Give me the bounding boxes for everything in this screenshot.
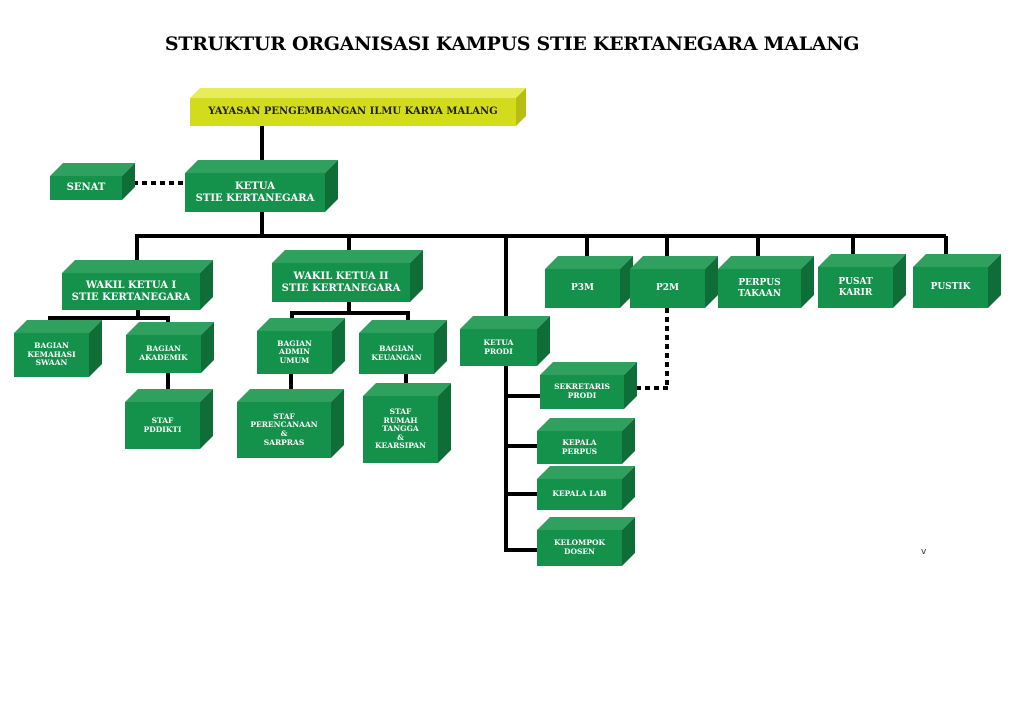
- corner-mark: v: [921, 547, 927, 557]
- box-label: WAKIL KETUA I STIE KERTANEGARA: [62, 273, 200, 310]
- box-side-face: [622, 517, 635, 566]
- box-side-face: [89, 320, 102, 377]
- box-label: KETUA STIE KERTANEGARA: [185, 173, 325, 212]
- org-box-bagian-kemahasiswaan: BAGIAN KEMAHASI SWAAN: [14, 320, 102, 377]
- box-label: P3M: [545, 269, 620, 308]
- box-side-face: [624, 362, 637, 409]
- box-label: KEPALA LAB: [537, 479, 622, 510]
- box-side-face: [801, 256, 814, 308]
- org-box-ketua-prodi: KETUA PRODI: [460, 316, 550, 366]
- box-top-face: [630, 256, 718, 269]
- box-label: SEKRETARIS PRODI: [540, 375, 624, 409]
- org-box-bagian-keuangan: BAGIAN KEUANGAN: [359, 320, 447, 374]
- org-box-bagian-admin-umum: BAGIAN ADMIN UMUM: [257, 318, 345, 374]
- box-side-face: [410, 250, 423, 302]
- box-side-face: [332, 318, 345, 374]
- box-top-face: [185, 160, 338, 173]
- org-box-p3m: P3M: [545, 256, 633, 308]
- org-box-wakil2: WAKIL KETUA II STIE KERTANEGARA: [272, 250, 423, 302]
- org-box-yayasan: YAYASAN PENGEMBANGAN ILMU KARYA MALANG: [190, 88, 526, 126]
- box-label: STAF PDDIKTI: [125, 402, 200, 449]
- box-side-face: [537, 316, 550, 366]
- box-top-face: [14, 320, 102, 333]
- org-box-sekretaris-prodi: SEKRETARIS PRODI: [540, 362, 637, 409]
- box-top-face: [125, 389, 213, 402]
- org-box-staf-pddikti: STAF PDDIKTI: [125, 389, 213, 449]
- org-box-staf-rumah-tangga: STAF RUMAH TANGGA & KEARSIPAN: [363, 383, 451, 463]
- box-top-face: [545, 256, 633, 269]
- box-top-face: [537, 466, 635, 479]
- box-top-face: [818, 254, 906, 267]
- box-top-face: [460, 316, 550, 329]
- chart-title: STRUKTUR ORGANISASI KAMPUS STIE KERTANEG…: [164, 33, 860, 55]
- box-top-face: [50, 163, 135, 176]
- box-label: WAKIL KETUA II STIE KERTANEGARA: [272, 263, 410, 302]
- org-box-kelompok-dosen: KELOMPOK DOSEN: [537, 517, 635, 566]
- box-side-face: [622, 418, 635, 464]
- box-label: KEPALA PERPUS: [537, 431, 622, 464]
- org-box-staf-perencanaan: STAF PERENCANAAN & SARPRAS: [237, 389, 344, 458]
- box-top-face: [190, 88, 526, 98]
- box-top-face: [913, 254, 1001, 267]
- box-label: SENAT: [50, 176, 122, 200]
- org-box-senat: SENAT: [50, 163, 135, 200]
- box-side-face: [988, 254, 1001, 308]
- box-top-face: [359, 320, 447, 333]
- org-box-kepala-lab: KEPALA LAB: [537, 466, 635, 510]
- box-side-face: [331, 389, 344, 458]
- box-side-face: [325, 160, 338, 212]
- box-top-face: [62, 260, 213, 273]
- box-side-face: [200, 389, 213, 449]
- box-label: BAGIAN AKADEMIK: [126, 335, 201, 373]
- org-box-bagian-akademik: BAGIAN AKADEMIK: [126, 322, 214, 373]
- box-side-face: [201, 322, 214, 373]
- box-label: PERPUS TAKAAN: [718, 269, 801, 308]
- box-top-face: [540, 362, 637, 375]
- box-label: YAYASAN PENGEMBANGAN ILMU KARYA MALANG: [190, 98, 516, 126]
- org-box-wakil1: WAKIL KETUA I STIE KERTANEGARA: [62, 260, 213, 310]
- box-top-face: [537, 418, 635, 431]
- box-top-face: [237, 389, 344, 402]
- box-top-face: [363, 383, 451, 396]
- org-box-kepala-perpus: KEPALA PERPUS: [537, 418, 635, 464]
- box-label: PUSTIK: [913, 267, 988, 308]
- box-top-face: [537, 517, 635, 530]
- org-box-pusat-karir: PUSAT KARIR: [818, 254, 906, 308]
- box-label: KELOMPOK DOSEN: [537, 530, 622, 566]
- box-label: BAGIAN ADMIN UMUM: [257, 331, 332, 374]
- box-label: BAGIAN KEUANGAN: [359, 333, 434, 374]
- box-label: BAGIAN KEMAHASI SWAAN: [14, 333, 89, 377]
- box-top-face: [718, 256, 814, 269]
- box-side-face: [516, 88, 526, 126]
- box-top-face: [272, 250, 423, 263]
- box-label: P2M: [630, 269, 705, 308]
- box-side-face: [622, 466, 635, 510]
- box-side-face: [434, 320, 447, 374]
- box-side-face: [705, 256, 718, 308]
- box-label: KETUA PRODI: [460, 329, 537, 366]
- org-box-p2m: P2M: [630, 256, 718, 308]
- box-top-face: [126, 322, 214, 335]
- box-label: PUSAT KARIR: [818, 267, 893, 308]
- org-box-perpustakaan: PERPUS TAKAAN: [718, 256, 814, 308]
- box-side-face: [620, 256, 633, 308]
- box-side-face: [438, 383, 451, 463]
- org-box-pustik: PUSTIK: [913, 254, 1001, 308]
- box-top-face: [257, 318, 345, 331]
- org-box-ketua: KETUA STIE KERTANEGARA: [185, 160, 338, 212]
- box-side-face: [893, 254, 906, 308]
- box-side-face: [200, 260, 213, 310]
- box-label: STAF PERENCANAAN & SARPRAS: [237, 402, 331, 458]
- box-label: STAF RUMAH TANGGA & KEARSIPAN: [363, 396, 438, 463]
